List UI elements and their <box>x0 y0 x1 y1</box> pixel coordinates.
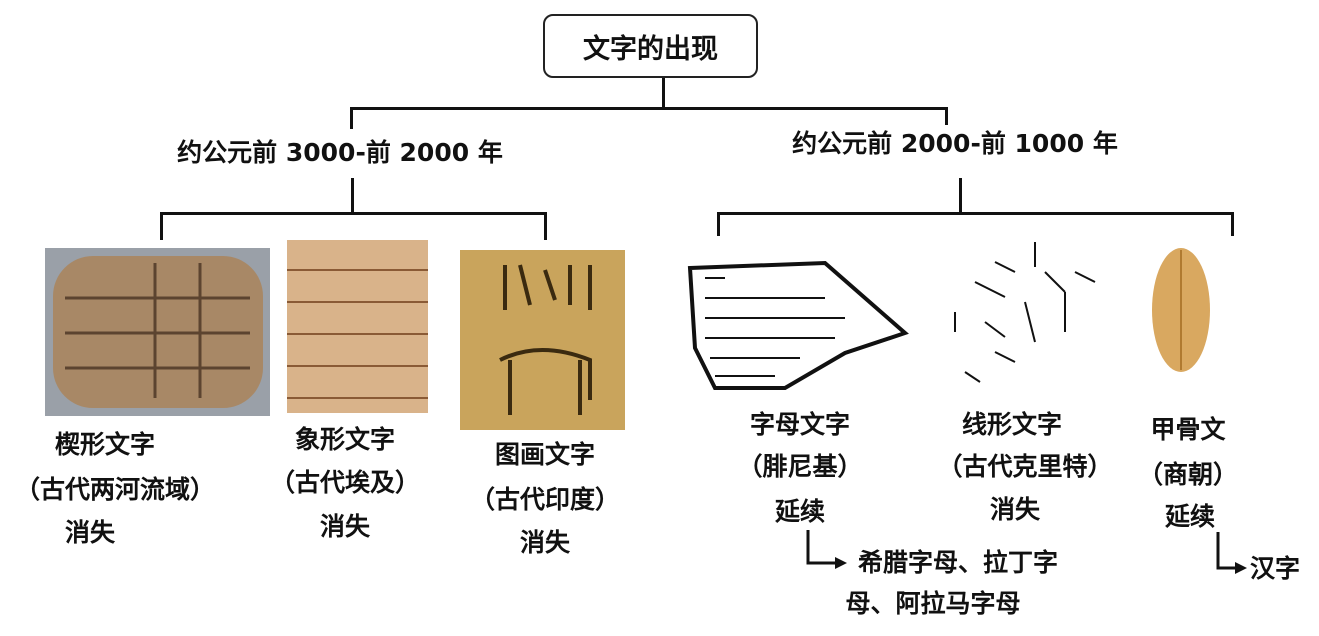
script-fate: 消失 <box>64 518 116 547</box>
script-fate: 延续 <box>774 497 826 526</box>
connector <box>350 107 948 110</box>
period-right: 约公元前 2000-前 1000 年 <box>792 129 1118 158</box>
connector <box>544 212 547 240</box>
arrow-icon <box>1215 532 1250 574</box>
linear-script-image <box>935 232 1110 395</box>
script-region: （古代埃及） <box>269 468 421 497</box>
script-region: （商朝） <box>1137 460 1239 489</box>
script-region: （古代克里特） <box>937 452 1113 481</box>
indus-seal-image <box>460 250 625 430</box>
connector <box>350 107 353 129</box>
connector <box>662 78 665 109</box>
diagram-title: 文字的出现 <box>583 33 718 65</box>
title-box: 文字的出现 <box>543 14 758 78</box>
script-region: （古代印度） <box>469 485 621 514</box>
script-fate: 延续 <box>1164 502 1216 531</box>
connector <box>959 178 962 214</box>
script-fate: 消失 <box>319 512 371 541</box>
script-name: 图画文字 <box>494 440 596 469</box>
period-left: 约公元前 3000-前 2000 年 <box>177 138 503 167</box>
script-region: （腓尼基） <box>737 452 863 481</box>
connector <box>717 212 720 236</box>
script-region: （古代两河流域） <box>14 475 216 504</box>
connector <box>160 212 547 215</box>
script-name: 象形文字 <box>294 425 396 454</box>
script-name: 字母文字 <box>749 410 851 439</box>
connector <box>717 212 1234 215</box>
script-fate: 消失 <box>519 528 571 557</box>
successor-text: 母、阿拉马字母 <box>845 589 1021 618</box>
arrow-icon <box>805 530 850 570</box>
successor-text: 汉字 <box>1249 554 1301 583</box>
connector <box>351 178 354 214</box>
connector <box>1231 212 1234 236</box>
script-name: 楔形文字 <box>54 430 156 459</box>
cuneiform-tablet-image <box>45 248 270 416</box>
successor-text: 希腊字母、拉丁字 <box>857 548 1059 577</box>
connector <box>160 212 163 240</box>
oracle-bone-image <box>1150 245 1212 375</box>
script-fate: 消失 <box>989 495 1041 524</box>
hieroglyph-stone-image <box>287 240 428 413</box>
connector <box>945 107 948 125</box>
script-name: 甲骨文 <box>1150 415 1226 444</box>
script-name: 线形文字 <box>961 410 1063 439</box>
phoenician-inscription-image <box>685 258 910 395</box>
